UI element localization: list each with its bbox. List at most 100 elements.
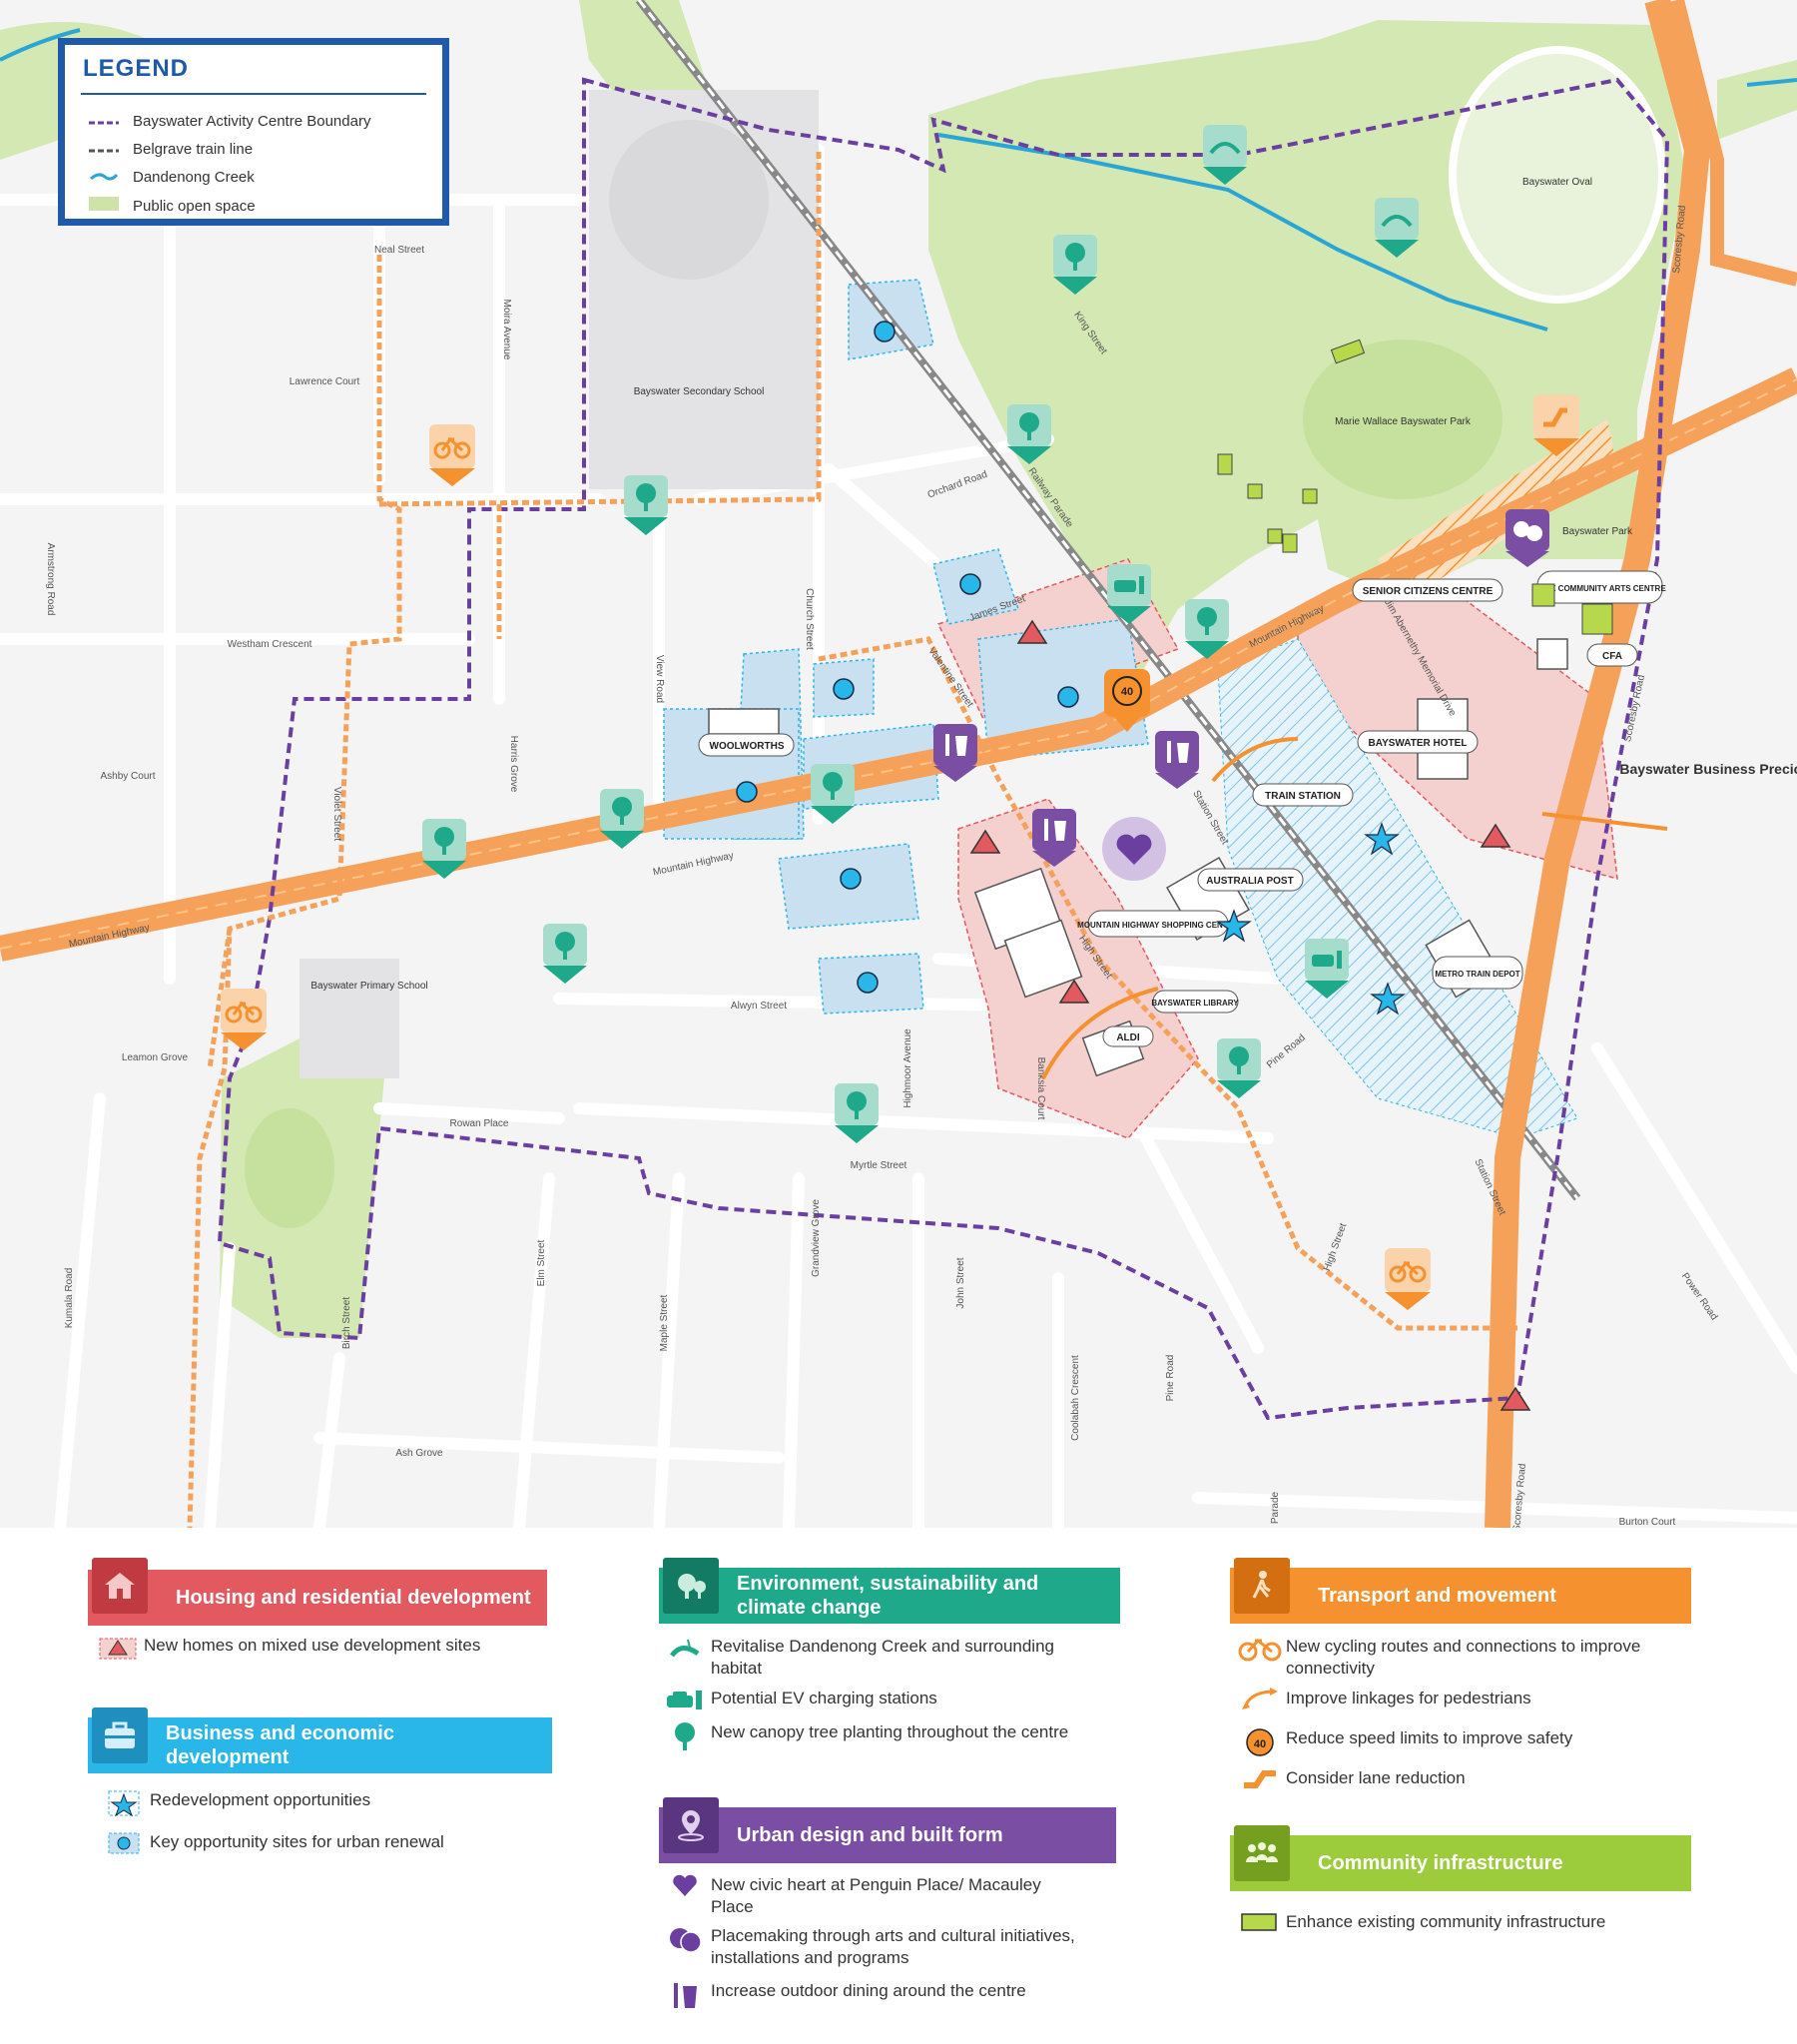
- map-legend: LEGEND Bayswater Activity Centre Boundar…: [58, 38, 449, 226]
- svg-text:SENIOR CITIZENS CENTRE: SENIOR CITIZENS CENTRE: [1363, 586, 1494, 597]
- briefcase-icon: [92, 1707, 148, 1763]
- legend-item-label: Public open space: [133, 197, 256, 215]
- activity-centre-map: Neal Street Lawrence Court Moira Avenue …: [0, 0, 1797, 1528]
- tree-icon: [663, 1558, 719, 1614]
- svg-text:AUSTRALIA POST: AUSTRALIA POST: [1206, 876, 1293, 887]
- circle-icon: [98, 1831, 150, 1855]
- svg-text:MOUNTAIN HIGHWAY SHOPPING CENT: MOUNTAIN HIGHWAY SHOPPING CENTRE: [1077, 921, 1239, 930]
- cycling-route-markers[interactable]: [221, 424, 1431, 1310]
- dandenong-creek: [937, 133, 1548, 332]
- green-square-icon: [1234, 1911, 1286, 1933]
- street-label: Pine Road: [1165, 1355, 1176, 1402]
- callout-metro-depot: METRO TRAIN DEPOT: [1432, 956, 1523, 990]
- street-label: Westham Crescent: [228, 639, 312, 650]
- svg-text:BAYSWATER LIBRARY: BAYSWATER LIBRARY: [1151, 999, 1239, 1008]
- community-header: Community infrastructure: [1230, 1835, 1691, 1891]
- svg-text:BAYSWATER HOTEL: BAYSWATER HOTEL: [1369, 738, 1468, 749]
- bayswater-oval: [1449, 46, 1666, 304]
- ev-charging-markers[interactable]: [1107, 564, 1349, 999]
- callout-knox-arts: KNOX COMMUNITY ARTS CENTRE: [1532, 570, 1666, 604]
- tree-planting-markers[interactable]: [422, 235, 1261, 1143]
- svg-text:40: 40: [1121, 686, 1133, 698]
- street-label: Myrtle Street: [851, 1160, 907, 1171]
- street-label: View Road: [654, 655, 665, 703]
- street-label: Birch Street: [341, 1297, 352, 1349]
- urban-header: Urban design and built form: [659, 1807, 1116, 1863]
- legend-item-label: Belgrave train line: [133, 141, 254, 158]
- transport-title: Transport and movement: [1318, 1584, 1556, 1607]
- housing-title: Housing and residential development: [176, 1586, 531, 1609]
- street-label: Maple Street: [659, 1294, 670, 1351]
- cycling-routes: [187, 150, 1517, 1528]
- marie-wallace-park-oval: [1303, 340, 1502, 499]
- environment-item-creek: Revitalise Dandenong Creek and surroundi…: [659, 1636, 1070, 1680]
- creek-icon: [659, 1636, 711, 1662]
- pedestrian-linkages[interactable]: [1041, 737, 1668, 1079]
- outdoor-dining-markers[interactable]: [933, 724, 1199, 867]
- street-label: Coolabah Crescent: [1070, 1355, 1081, 1441]
- business-item-redevelopment: Redevelopment opportunities: [98, 1789, 509, 1817]
- svg-text:TRAIN STATION: TRAIN STATION: [1265, 791, 1341, 802]
- callout-library: BAYSWATER LIBRARY: [1151, 990, 1239, 1014]
- street-label: Ash Grove: [395, 1448, 443, 1459]
- callout-train-station: TRAIN STATION: [1252, 783, 1354, 807]
- environment-title: Environment, sustainability and climate …: [737, 1573, 1039, 1619]
- heart-icon: [659, 1874, 711, 1898]
- svg-text:CFA: CFA: [1602, 651, 1622, 662]
- callout-australia-post: AUSTRALIA POST: [1197, 868, 1304, 892]
- street-label: Elm Street: [536, 1239, 547, 1286]
- people-icon: [1234, 1825, 1290, 1881]
- housing-header: Housing and residential development: [88, 1570, 547, 1626]
- legend-item-creek: Dandenong Creek: [89, 169, 255, 186]
- place-marie-wallace-park: Marie Wallace Bayswater Park: [1335, 416, 1472, 427]
- tree-icon: [659, 1721, 711, 1751]
- facility-callouts[interactable]: WOOLWORTHS TRAIN STATION AUSTRALIA POST …: [698, 570, 1666, 1047]
- street-label: Moira Avenue: [501, 300, 512, 360]
- wave-icon: [89, 169, 119, 186]
- legend-item-boundary: Bayswater Activity Centre Boundary: [89, 113, 370, 130]
- triangle-icon: [92, 1635, 144, 1661]
- legend-item-train-line: Belgrave train line: [89, 141, 253, 158]
- dashed-line-icon: [89, 113, 119, 130]
- legend-divider: [81, 93, 426, 95]
- street-label: Alwyn Street: [731, 1001, 787, 1012]
- street-label: Harris Grove: [508, 736, 519, 793]
- callout-cfa: CFA: [1586, 643, 1638, 667]
- place-business-precinct: Bayswater Business Precicnt: [1619, 761, 1797, 777]
- urban-item-civic-heart: New civic heart at Penguin Place/ Macaul…: [659, 1874, 1070, 1918]
- transport-item-pedestrian: Improve linkages for pedestrians: [1234, 1688, 1645, 1711]
- arterial-roads: [0, 0, 1797, 1528]
- legend-item-label: Dandenong Creek: [133, 169, 255, 186]
- curved-arrow-icon: [1234, 1688, 1286, 1711]
- urban-item-dining: Increase outdoor dining around the centr…: [659, 1980, 1070, 2010]
- green-swatch-icon: [89, 197, 119, 215]
- redevelopment-markers[interactable]: [1216, 822, 1406, 1016]
- civic-heart-marker[interactable]: [1102, 817, 1166, 881]
- bicycle-icon: [1234, 1636, 1286, 1662]
- svg-text:METRO TRAIN DEPOT: METRO TRAIN DEPOT: [1435, 970, 1519, 979]
- community-infrastructure-markers[interactable]: [1217, 339, 1613, 635]
- legend-item-open-space: Public open space: [89, 197, 256, 215]
- transport-item-speed: 40 Reduce speed limits to improve safety: [1234, 1727, 1645, 1757]
- activity-centre-boundary[interactable]: [217, 77, 1670, 1421]
- urban-item-placemaking: Placemaking through arts and cultural in…: [659, 1925, 1090, 1969]
- arts-placemaking-marker[interactable]: [1505, 509, 1549, 567]
- transport-item-cycling: New cycling routes and connections to im…: [1234, 1636, 1645, 1680]
- street-label: John Street: [955, 1257, 966, 1308]
- speed-limit-value: 40: [1253, 1738, 1267, 1750]
- street-label: Ashby Court: [100, 771, 155, 782]
- place-secondary-school: Bayswater Secondary School: [634, 386, 765, 397]
- ev-charger-icon: [659, 1688, 711, 1711]
- place-bayswater-oval: Bayswater Oval: [1522, 177, 1592, 188]
- new-homes-markers[interactable]: [969, 619, 1531, 1411]
- speed-limit-marker[interactable]: 40: [1104, 669, 1150, 732]
- callout-senior-citizens: SENIOR CITIZENS CENTRE: [1352, 578, 1503, 602]
- star-icon: [98, 1789, 150, 1817]
- lane-reduction-marker[interactable]: [1533, 394, 1579, 456]
- creek-revitalise-markers[interactable]: [1203, 125, 1419, 258]
- callout-bayswater-hotel: BAYSWATER HOTEL: [1357, 730, 1479, 754]
- key-opportunity-sites[interactable]: [736, 321, 1079, 994]
- street-label: Highmoor Avenue: [902, 1028, 913, 1108]
- location-pin-icon: [663, 1797, 719, 1853]
- primary-school-oval: [245, 1108, 334, 1228]
